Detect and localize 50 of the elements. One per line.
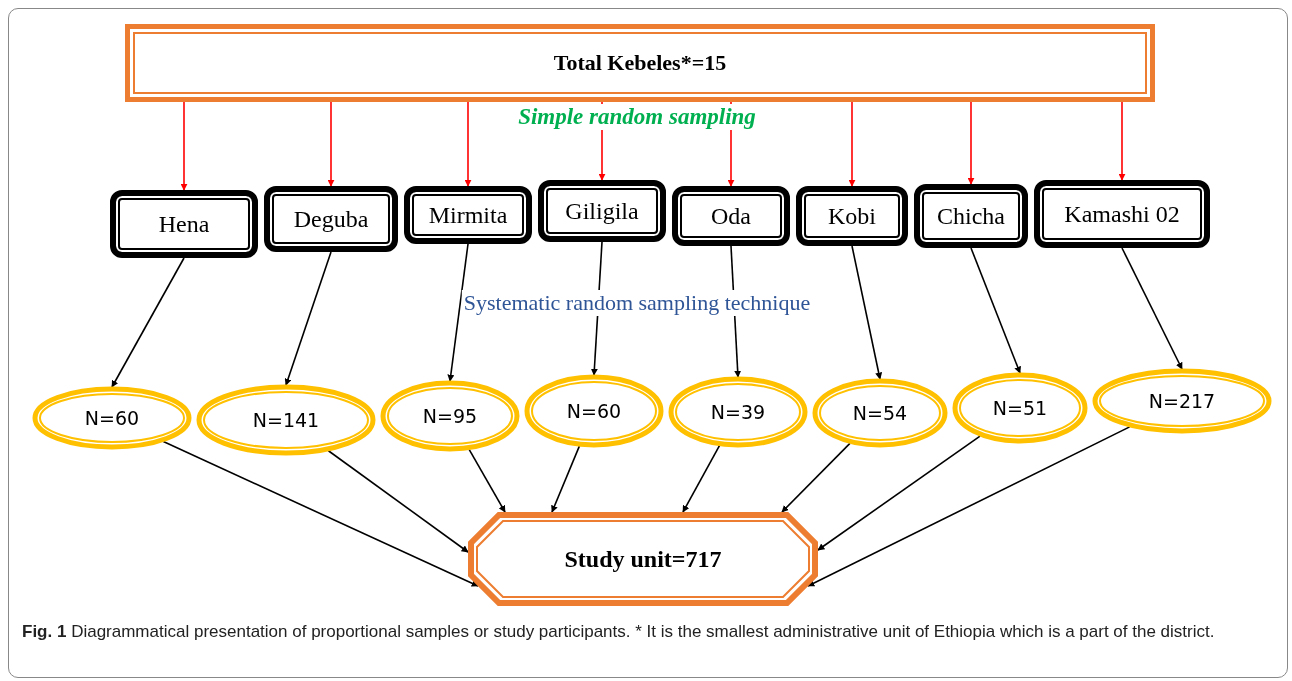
kebele-name: Hena [158, 210, 210, 238]
arrow [970, 247, 1021, 374]
kebele-box [538, 180, 666, 242]
arrow [1121, 247, 1183, 370]
arrow [162, 440, 479, 587]
kebele-box [1034, 180, 1210, 248]
kebele-name: Mirmita [428, 201, 508, 229]
arrow [851, 245, 883, 380]
arrow [468, 448, 506, 513]
sample-size: N=95 [422, 405, 478, 427]
arrow [111, 257, 185, 388]
title-box [125, 24, 1155, 102]
kebele-box [404, 186, 532, 244]
arrow [817, 435, 981, 551]
sample-size: N=51 [992, 397, 1048, 419]
arrow [682, 444, 721, 513]
sampling-method-label: Simple random sampling [516, 104, 758, 130]
arrow [807, 426, 1131, 587]
kebele-name: Kamashi 02 [1064, 200, 1180, 228]
arrow [781, 442, 851, 513]
arrow [284, 251, 332, 386]
arrow [447, 243, 469, 382]
arrow [967, 101, 975, 185]
figure-caption: Fig. 1 Diagrammatical presentation of proportional samples or study participants. * It is the smallest administrative unit of Ethiopia which is a part of the district. [22, 621, 1216, 643]
sample-size: N=141 [252, 409, 320, 431]
sample-size: N=39 [710, 401, 766, 423]
study-unit-label: Study unit=717 [564, 545, 722, 573]
kebele-name: Oda [711, 202, 751, 230]
kebele-name: Deguba [293, 205, 369, 233]
arrow [464, 101, 472, 187]
arrow [848, 101, 856, 187]
kebele-name: Kobi [828, 202, 876, 230]
sample-size: N=60 [566, 400, 622, 422]
kebele-box [264, 186, 398, 252]
box-title: Total Kebeles*=15 [553, 50, 727, 76]
kebele-box [796, 186, 908, 246]
kebele-box [914, 184, 1028, 248]
kebele-box [672, 186, 790, 246]
sample-size: N=60 [84, 407, 140, 429]
sampling-technique-label: Systematic random sampling technique [461, 290, 813, 316]
sample-size: N=54 [852, 402, 908, 424]
arrow [551, 445, 581, 513]
kebele-name: Chicha [937, 202, 1005, 230]
kebele-box [110, 190, 258, 258]
arrow [180, 101, 188, 191]
sample-size: N=217 [1148, 390, 1216, 412]
kebele-name: Giligila [565, 197, 639, 225]
arrow [327, 449, 469, 553]
arrow [327, 101, 335, 187]
arrow [1118, 101, 1126, 181]
